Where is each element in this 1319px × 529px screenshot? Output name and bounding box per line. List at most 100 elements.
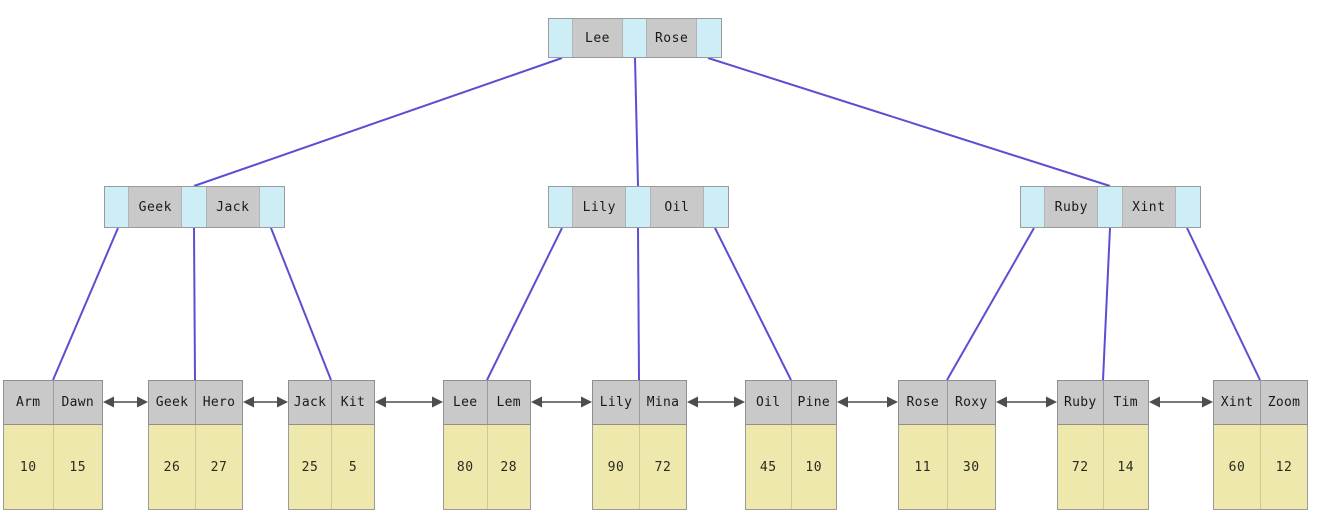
internal-node-1[interactable]: Geek Jack xyxy=(104,186,285,228)
leaf-6[interactable]: Oil Pine 45 10 xyxy=(745,380,837,510)
internal-node-3-key-0[interactable]: Ruby xyxy=(1045,187,1099,227)
internal-node-2-key-0[interactable]: Lily xyxy=(573,187,627,227)
leaf-7-value-1[interactable]: 30 xyxy=(962,459,980,475)
leaf-7-key-1[interactable]: Roxy xyxy=(954,395,988,410)
leaf-link-6-7 xyxy=(837,396,898,408)
tree-edge-root-node-to-internal-node-3 xyxy=(707,57,1111,187)
leaf-5-value-0[interactable]: 90 xyxy=(593,425,640,509)
leaf-3-value-0[interactable]: 25 xyxy=(289,425,332,509)
leaf-7-key-row: Rose Roxy xyxy=(898,380,996,425)
leaf-6-key-1[interactable]: Pine xyxy=(797,395,830,410)
internal-node-2-pointer-2[interactable] xyxy=(703,187,728,227)
leaf-7[interactable]: Rose Roxy 11 30 xyxy=(898,380,996,510)
internal-node-1-pointer-1[interactable] xyxy=(182,187,207,227)
leaf-1-key-row: Arm Dawn xyxy=(3,380,103,425)
leaf-link-3-4 xyxy=(375,396,443,408)
leaf-5-key-row: Lily Mina xyxy=(592,380,687,425)
leaf-9-key-row: Xint Zoom xyxy=(1213,380,1308,425)
root-node-key-1[interactable]: Rose xyxy=(647,19,698,57)
leaf-4-key-1[interactable]: Lem xyxy=(496,395,521,410)
leaf-3[interactable]: Jack Kit 25 5 xyxy=(288,380,375,510)
leaf-link-2-3 xyxy=(243,396,288,408)
leaf-4-key-row: Lee Lem xyxy=(443,380,531,425)
internal-node-3-pointer-0[interactable] xyxy=(1021,187,1046,227)
leaf-2-value-row: 26 27 xyxy=(148,425,243,510)
internal-node-2-pointer-0[interactable] xyxy=(549,187,574,227)
leaf-6-key-0[interactable]: Oil xyxy=(746,381,792,424)
leaf-6-value-1[interactable]: 10 xyxy=(805,459,823,475)
leaf-1-key-1[interactable]: Dawn xyxy=(61,395,94,410)
leaf-4-value-0[interactable]: 80 xyxy=(444,425,488,509)
tree-edge-internal-node-1-to-leaf-3 xyxy=(270,227,332,381)
tree-edge-internal-node-1-to-leaf-2 xyxy=(193,227,196,381)
leaf-3-key-0[interactable]: Jack xyxy=(289,381,332,424)
leaf-8-key-row: Ruby Tim xyxy=(1057,380,1149,425)
internal-node-3[interactable]: Ruby Xint xyxy=(1020,186,1201,228)
leaf-2-key-0[interactable]: Geek xyxy=(149,381,196,424)
leaf-8-key-1[interactable]: Tim xyxy=(1113,395,1138,410)
leaf-2-key-1[interactable]: Hero xyxy=(202,395,236,410)
leaf-1[interactable]: Arm Dawn 10 15 xyxy=(3,380,103,510)
leaf-9-key-1[interactable]: Zoom xyxy=(1267,395,1301,410)
leaf-4-value-1[interactable]: 28 xyxy=(500,459,518,475)
leaf-9-value-1[interactable]: 12 xyxy=(1275,459,1293,475)
internal-node-2[interactable]: Lily Oil xyxy=(548,186,729,228)
root-node-key-0[interactable]: Lee xyxy=(572,19,624,57)
leaf-5-value-row: 90 72 xyxy=(592,425,687,510)
leaf-3-value-row: 25 5 xyxy=(288,425,375,510)
root-node[interactable]: Lee Rose xyxy=(548,18,722,58)
leaf-9-key-0[interactable]: Xint xyxy=(1214,381,1261,424)
leaf-link-8-9 xyxy=(1149,396,1213,408)
internal-node-1-key-0[interactable]: Geek xyxy=(129,187,183,227)
internal-node-2-key-1[interactable]: Oil xyxy=(650,187,704,227)
leaf-1-key-0[interactable]: Arm xyxy=(4,381,54,424)
internal-node-3-key-1[interactable]: Xint xyxy=(1122,187,1176,227)
leaf-7-key-0[interactable]: Rose xyxy=(899,381,948,424)
internal-node-1-key-1[interactable]: Jack xyxy=(206,187,260,227)
leaf-link-4-5 xyxy=(531,396,592,408)
internal-node-1-pointer-0[interactable] xyxy=(105,187,130,227)
leaf-1-value-0[interactable]: 10 xyxy=(4,425,54,509)
internal-node-2-pointer-1[interactable] xyxy=(626,187,651,227)
leaf-1-value-1[interactable]: 15 xyxy=(69,459,87,475)
leaf-link-7-8 xyxy=(996,396,1057,408)
internal-node-3-pointer-1[interactable] xyxy=(1098,187,1123,227)
tree-edge-root-node-to-internal-node-2 xyxy=(634,57,639,187)
leaf-5-value-1[interactable]: 72 xyxy=(654,459,672,475)
leaf-6-value-0[interactable]: 45 xyxy=(746,425,792,509)
leaf-4-key-0[interactable]: Lee xyxy=(444,381,488,424)
leaf-8-value-row: 72 14 xyxy=(1057,425,1149,510)
leaf-9[interactable]: Xint Zoom 60 12 xyxy=(1213,380,1308,510)
internal-node-1-pointer-2[interactable] xyxy=(259,187,284,227)
root-node-pointer-1[interactable] xyxy=(623,19,648,57)
internal-node-3-pointer-2[interactable] xyxy=(1175,187,1200,227)
root-node-pointer-0[interactable] xyxy=(549,19,573,57)
leaf-6-key-row: Oil Pine xyxy=(745,380,837,425)
leaf-9-value-row: 60 12 xyxy=(1213,425,1308,510)
leaf-7-value-row: 11 30 xyxy=(898,425,996,510)
tree-edge-internal-node-3-to-leaf-8 xyxy=(1102,227,1111,381)
leaf-6-value-row: 45 10 xyxy=(745,425,837,510)
leaf-8-value-0[interactable]: 72 xyxy=(1058,425,1104,509)
leaf-2-value-0[interactable]: 26 xyxy=(149,425,196,509)
tree-edge-internal-node-3-to-leaf-9 xyxy=(1186,227,1261,381)
leaf-5-key-0[interactable]: Lily xyxy=(593,381,640,424)
leaf-9-value-0[interactable]: 60 xyxy=(1214,425,1261,509)
leaf-5-key-1[interactable]: Mina xyxy=(646,395,680,410)
leaf-7-value-0[interactable]: 11 xyxy=(899,425,948,509)
leaf-8-key-0[interactable]: Ruby xyxy=(1058,381,1104,424)
leaf-8-value-1[interactable]: 14 xyxy=(1117,459,1135,475)
leaf-2-key-row: Geek Hero xyxy=(148,380,243,425)
leaf-5[interactable]: Lily Mina 90 72 xyxy=(592,380,687,510)
leaf-8[interactable]: Ruby Tim 72 14 xyxy=(1057,380,1149,510)
leaf-3-value-1[interactable]: 5 xyxy=(348,459,358,475)
leaf-4[interactable]: Lee Lem 80 28 xyxy=(443,380,531,510)
leaf-1-value-row: 10 15 xyxy=(3,425,103,510)
tree-edge-internal-node-2-to-leaf-4 xyxy=(486,227,563,381)
leaf-2[interactable]: Geek Hero 26 27 xyxy=(148,380,243,510)
root-node-pointer-2[interactable] xyxy=(697,19,721,57)
leaf-3-key-1[interactable]: Kit xyxy=(340,395,366,410)
tree-edge-internal-node-1-to-leaf-1 xyxy=(52,227,119,381)
leaf-link-1-2 xyxy=(103,396,148,408)
leaf-2-value-1[interactable]: 27 xyxy=(210,459,228,475)
